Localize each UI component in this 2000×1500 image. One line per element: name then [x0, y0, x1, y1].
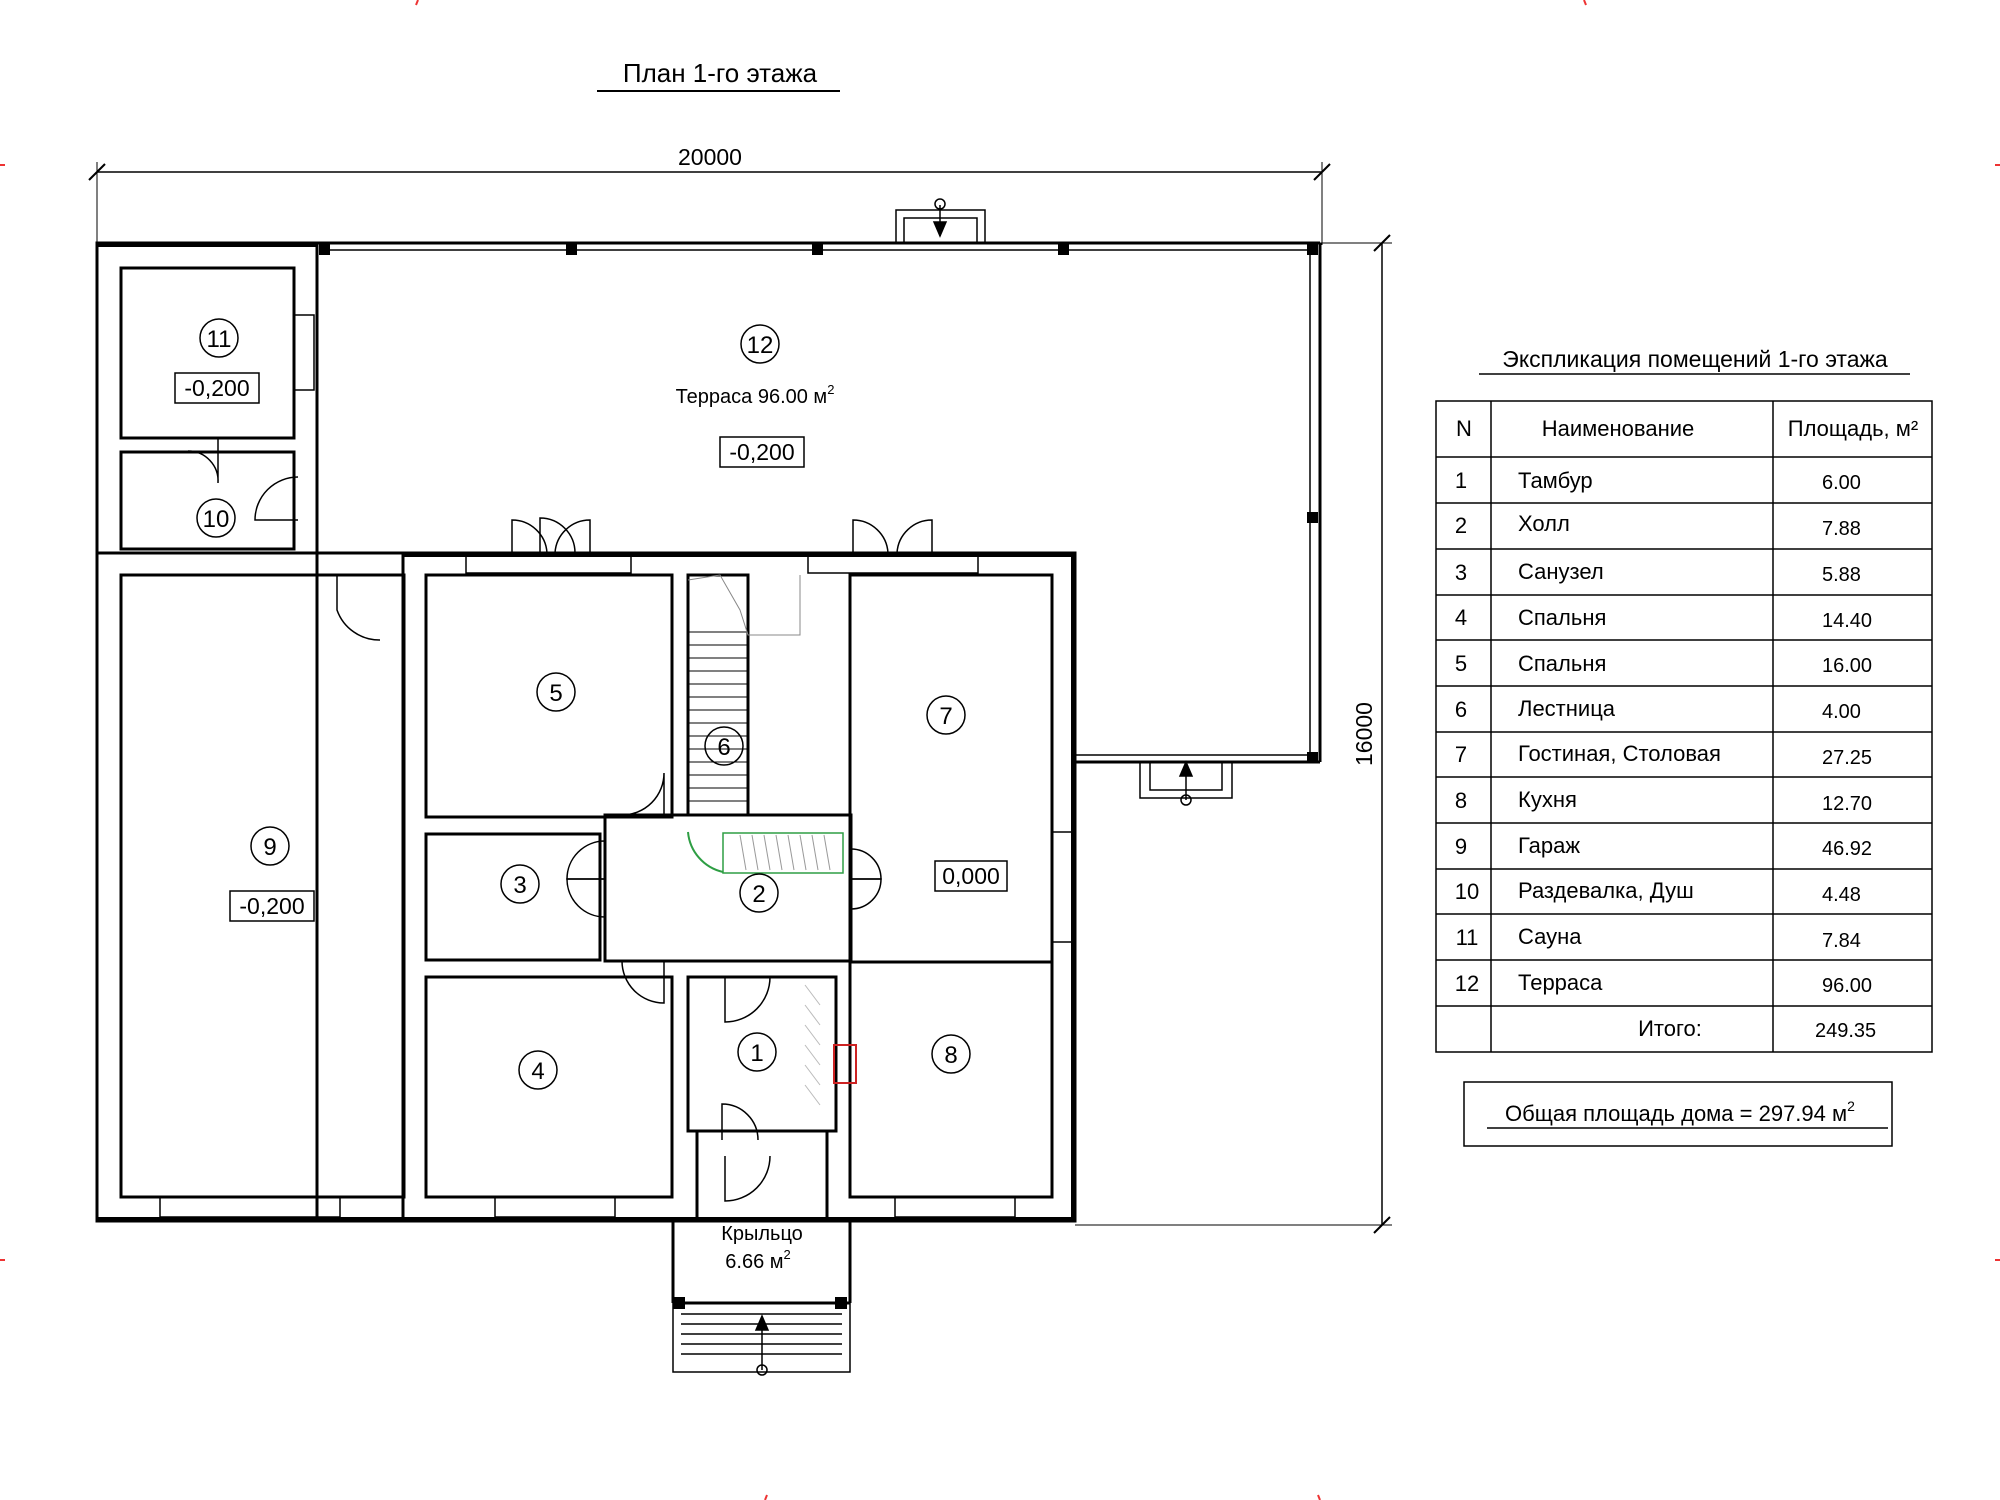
level-sauna: -0,200: [184, 375, 249, 401]
total-value: 249.35: [1815, 1020, 1876, 1042]
svg-text:Лестница: Лестница: [1518, 696, 1616, 721]
level-living: 0,000: [942, 863, 1000, 889]
svg-text:Спальня: Спальня: [1518, 605, 1606, 630]
room-number-2: 2: [752, 881, 765, 908]
table-row: 2 Холл 7.88: [1455, 511, 1861, 540]
room-number-5: 5: [549, 680, 562, 707]
wardrobe-hatch: [804, 984, 821, 1106]
svg-text:7.88: 7.88: [1822, 518, 1861, 540]
room-number-6: 6: [717, 734, 730, 761]
svg-text:Спальня: Спальня: [1518, 651, 1606, 676]
room-number-7: 7: [939, 703, 952, 730]
level-boxes: [174, 372, 1008, 922]
meter-marker: [833, 1044, 857, 1084]
columns: [319, 244, 1318, 1309]
svg-text:14.40: 14.40: [1822, 610, 1872, 632]
room-number-12: 12: [747, 332, 774, 359]
svg-text:Тамбур: Тамбур: [1518, 468, 1593, 493]
svg-text:4.48: 4.48: [1822, 884, 1861, 906]
staircase: [687, 574, 844, 874]
table-row: 12 Терраса 96.00: [1455, 970, 1872, 997]
svg-text:6: 6: [1455, 697, 1467, 722]
room-number-8: 8: [944, 1042, 957, 1069]
svg-text:3: 3: [1455, 560, 1467, 585]
table-row: 11 Сауна 7.84: [1456, 924, 1861, 952]
svg-text:27.25: 27.25: [1822, 747, 1872, 769]
level-terrace: -0,200: [729, 439, 794, 465]
header-n: N: [1456, 416, 1472, 441]
table-row: 8 Кухня 12.70: [1455, 787, 1872, 815]
svg-text:2: 2: [1455, 513, 1467, 538]
wall-fill: [97, 243, 1075, 1221]
header-name: Наименование: [1542, 416, 1695, 441]
doors: [187, 438, 933, 1202]
table-row: 7 Гостиная, Столовая 27.25: [1455, 741, 1872, 769]
room-number-3: 3: [513, 872, 526, 899]
svg-text:8: 8: [1455, 788, 1467, 813]
svg-text:Раздевалка, Душ: Раздевалка, Душ: [1518, 878, 1694, 903]
room-circles: [196, 318, 971, 1090]
svg-text:Кухня: Кухня: [1518, 787, 1577, 812]
svg-text:4.00: 4.00: [1822, 701, 1861, 723]
room-number-1: 1: [750, 1040, 763, 1067]
header-area: Площадь, м²: [1788, 416, 1918, 441]
windows: [159, 314, 1073, 1218]
table-row: 6 Лестница 4.00: [1455, 696, 1861, 723]
svg-text:12.70: 12.70: [1822, 793, 1872, 815]
height-dimension-label: 16000: [1351, 702, 1377, 766]
svg-text:7.84: 7.84: [1822, 930, 1861, 952]
svg-text:4: 4: [1455, 605, 1467, 630]
width-dimension-label: 20000: [678, 144, 742, 170]
porch-label: Крыльцо: [721, 1223, 803, 1245]
width-dimension: 20000: [88, 144, 1331, 245]
svg-text:6.00: 6.00: [1822, 472, 1861, 494]
svg-text:Гостиная, Столовая: Гостиная, Столовая: [1518, 741, 1721, 766]
entry-steps: [672, 198, 1233, 1376]
table-row: 10 Раздевалка, Душ 4.48: [1455, 878, 1861, 906]
svg-text:1: 1: [1455, 468, 1467, 493]
plan-title: План 1-го этажа: [623, 58, 818, 88]
svg-text:5: 5: [1455, 651, 1467, 676]
svg-text:9: 9: [1455, 834, 1467, 859]
height-dimension: 16000: [1075, 234, 1392, 1234]
svg-text:Холл: Холл: [1518, 511, 1570, 536]
table-row: 4 Спальня 14.40: [1455, 605, 1872, 632]
table-row: 1 Тамбур 6.00: [1455, 468, 1861, 494]
total-label: Итого:: [1638, 1016, 1702, 1041]
svg-text:46.92: 46.92: [1822, 838, 1872, 860]
room-number-9: 9: [263, 834, 276, 861]
svg-text:7: 7: [1455, 742, 1467, 767]
svg-text:Гараж: Гараж: [1518, 833, 1580, 858]
room-number-10: 10: [203, 506, 230, 533]
svg-text:96.00: 96.00: [1822, 975, 1872, 997]
svg-text:Санузел: Санузел: [1518, 559, 1604, 584]
room-number-11: 11: [207, 326, 232, 353]
table-row: 9 Гараж 46.92: [1455, 833, 1872, 860]
total-area-label: Общая площадь дома = 297.94 м2: [1505, 1098, 1855, 1126]
svg-text:12: 12: [1455, 971, 1479, 996]
level-garage: -0,200: [239, 893, 304, 919]
svg-text:Сауна: Сауна: [1518, 924, 1582, 949]
explication-title: Экспликация помещений 1-го этажа: [1502, 346, 1888, 372]
table-row: 5 Спальня 16.00: [1455, 651, 1872, 677]
room-numbers: 11 12 10 5 6 7 9 3 2 4 1 8: [203, 326, 958, 1085]
svg-text:Терраса: Терраса: [1518, 970, 1603, 995]
svg-text:5.88: 5.88: [1822, 564, 1861, 586]
explication-table: Экспликация помещений 1-го этажа N Наиме…: [1435, 346, 1933, 1053]
svg-text:16.00: 16.00: [1822, 655, 1872, 677]
svg-text:10: 10: [1455, 879, 1479, 904]
room-number-4: 4: [531, 1058, 544, 1085]
terrace-label: Терраса 96.00 м2: [676, 382, 835, 408]
table-row: 3 Санузел 5.88: [1455, 559, 1861, 586]
total-area-box: Общая площадь дома = 297.94 м2: [1463, 1081, 1893, 1147]
svg-text:11: 11: [1456, 925, 1479, 950]
porch-area: 6.66 м2: [725, 1247, 790, 1273]
